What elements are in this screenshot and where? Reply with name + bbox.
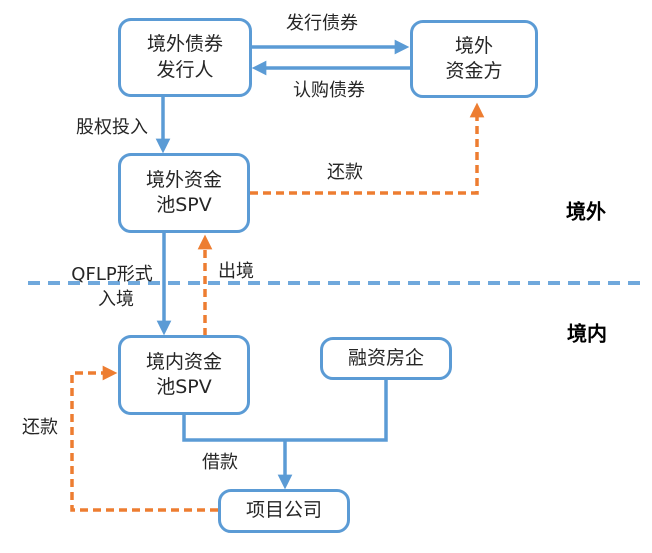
node-label-line: 境外债券 bbox=[146, 33, 223, 56]
label-qflp-entry-line2: 入境 bbox=[98, 289, 134, 310]
node-label-line: 境外资金 bbox=[145, 168, 222, 191]
node-label-line: 境外 bbox=[454, 34, 493, 57]
node-project-company: 项目公司 bbox=[218, 489, 350, 533]
label-issue-bonds: 发行债券 bbox=[286, 13, 358, 34]
arrow-repayment-offshore bbox=[250, 102, 485, 195]
label-equity-investment: 股权投入 bbox=[76, 117, 148, 138]
label-repayment-offshore: 还款 bbox=[327, 162, 363, 183]
node-label-line: 池SPV bbox=[156, 194, 212, 216]
arrow-repayment-onshore bbox=[70, 365, 218, 512]
node-offshore-pool-spv: 境外资金 池SPV bbox=[118, 153, 250, 233]
node-offshore-bond-issuer: 境外债券 发行人 bbox=[118, 18, 252, 97]
label-qflp-entry-line1: QFLP形式 bbox=[71, 264, 153, 285]
node-label-line: 项目公司 bbox=[245, 499, 322, 522]
node-label-line: 融资房企 bbox=[347, 346, 424, 369]
node-label-line: 资金方 bbox=[445, 60, 503, 82]
node-label-line: 境内资金 bbox=[145, 350, 222, 373]
label-subscribe-bonds: 认购债券 bbox=[293, 80, 365, 101]
node-label-line: 池SPV bbox=[156, 376, 212, 398]
region-label-onshore: 境内 bbox=[567, 321, 607, 346]
region-label-offshore: 境外 bbox=[566, 199, 606, 224]
node-onshore-pool-spv: 境内资金 池SPV bbox=[118, 335, 250, 415]
label-loan: 借款 bbox=[202, 452, 238, 473]
node-label-line: 发行人 bbox=[156, 58, 214, 81]
label-repayment-onshore: 还款 bbox=[22, 417, 58, 438]
label-outbound: 出境 bbox=[218, 261, 254, 282]
node-financing-developer: 融资房企 bbox=[320, 337, 452, 380]
node-offshore-funder: 境外 资金方 bbox=[410, 20, 538, 98]
